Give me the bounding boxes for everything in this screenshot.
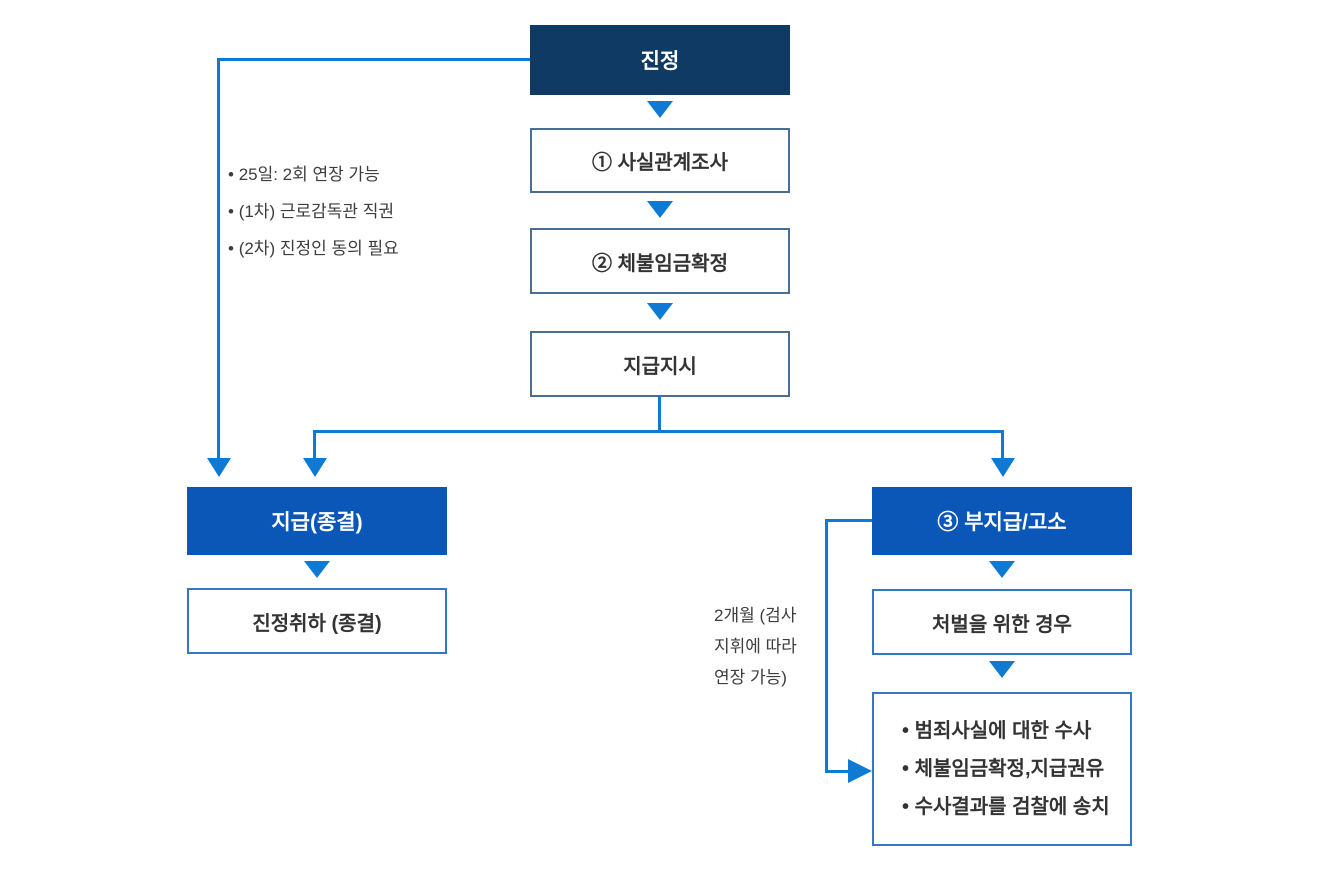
connector-loop-vertical <box>825 519 828 773</box>
connector-petition-elbow-vertical <box>217 58 220 458</box>
node-withdrawal: 진정취하 (종결) <box>187 588 447 654</box>
node-investigation-steps: 범죄사실에 대한 수사 체불임금확정,지급권유 수사결과를 검찰에 송치 <box>872 692 1132 846</box>
arrow-down-icon <box>647 303 673 320</box>
note-line: 지휘에 따라 <box>714 637 797 656</box>
connector-branch-horizontal <box>313 430 1004 433</box>
arrow-down-icon <box>303 458 327 477</box>
connector-petition-elbow-horizontal <box>217 58 530 61</box>
arrow-down-icon <box>207 458 231 477</box>
note-deadline-left: 25일: 2회 연장 가능 (1차) 근로감독관 직권 (2차) 진정인 동의 … <box>228 156 399 267</box>
connector-loop-bottom <box>825 770 851 773</box>
arrow-down-icon <box>647 101 673 118</box>
note-line: 연장 가능) <box>714 668 787 687</box>
connector-branch-left-drop <box>313 430 316 459</box>
connector-payment-order-drop <box>658 397 661 433</box>
arrow-right-icon <box>848 759 872 783</box>
node-punishment-case: 처벌을 위한 경우 <box>872 589 1132 655</box>
arrow-down-icon <box>304 561 330 578</box>
node-fact-investigation: ① 사실관계조사 <box>530 128 790 193</box>
arrow-down-icon <box>989 561 1015 578</box>
connector-branch-right-drop <box>1001 430 1004 459</box>
note-line: 2개월 (검사 <box>714 606 797 625</box>
investigation-step: 체불임금확정,지급권유 <box>902 750 1105 788</box>
node-payment-closed: 지급(종결) <box>187 487 447 555</box>
connector-loop-top <box>825 519 872 522</box>
node-petition: 진정 <box>530 25 790 95</box>
investigation-step: 범죄사실에 대한 수사 <box>902 712 1092 750</box>
node-wage-confirmation: ② 체불임금확정 <box>530 228 790 294</box>
note-deadline-right: 2개월 (검사 지휘에 따라 연장 가능) <box>714 600 797 693</box>
arrow-down-icon <box>991 458 1015 477</box>
investigation-step: 수사결과를 검찰에 송치 <box>902 788 1110 826</box>
node-nonpayment-accusation: ③ 부지급/고소 <box>872 487 1132 555</box>
arrow-down-icon <box>989 661 1015 678</box>
note-line: (1차) 근로감독관 직권 <box>228 193 399 230</box>
note-line: 25일: 2회 연장 가능 <box>228 156 399 193</box>
node-payment-order: 지급지시 <box>530 331 790 397</box>
arrow-down-icon <box>647 201 673 218</box>
note-line: (2차) 진정인 동의 필요 <box>228 230 399 267</box>
